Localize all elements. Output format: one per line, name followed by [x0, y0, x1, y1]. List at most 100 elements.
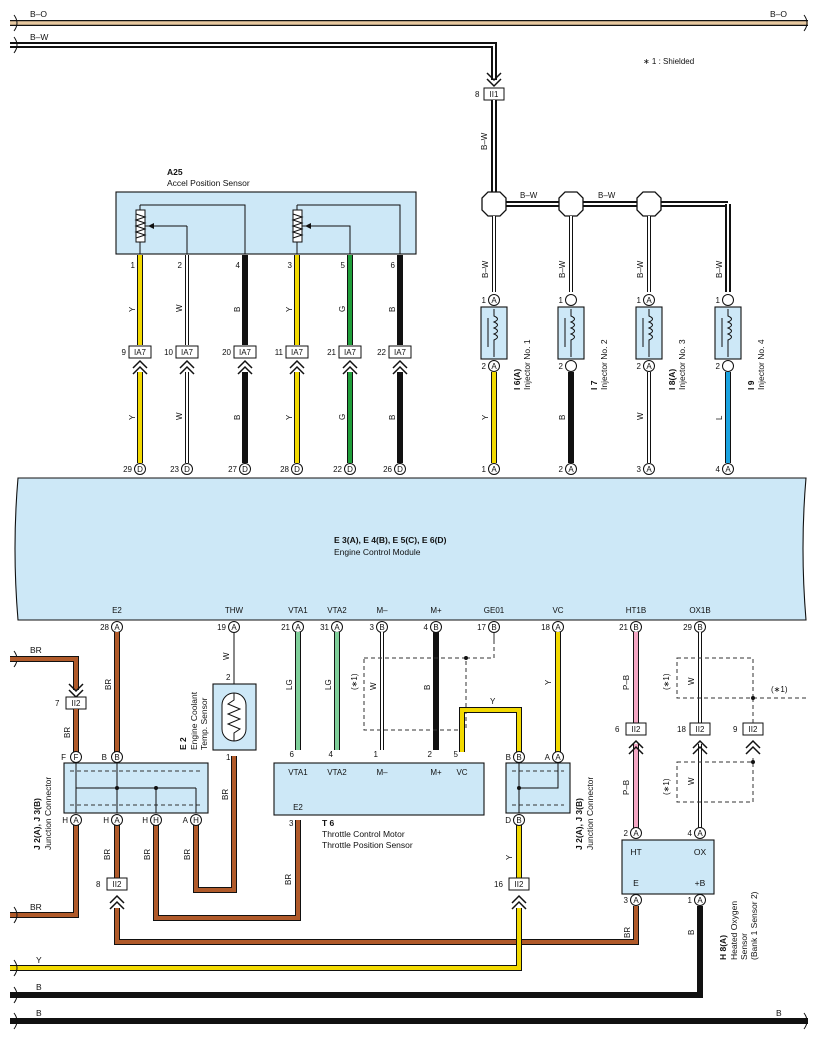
- jc-left-bottom-letter-4: A: [183, 816, 189, 825]
- jc-left-top-pin-2-letter: B: [114, 753, 119, 762]
- svg-text:Sensor: Sensor: [739, 933, 749, 960]
- connector-ii1: II1 8: [475, 72, 505, 101]
- injector-pin-bottom: [565, 360, 577, 372]
- accel-connector-label: IA7: [394, 348, 407, 357]
- injector-ecm-pin-letter: A: [491, 465, 497, 474]
- accel-connector-pin: 20: [222, 348, 231, 357]
- ecm-bottom-circle: B: [376, 621, 388, 633]
- accel-ecm-pin-number: 23: [170, 465, 179, 474]
- svg-text:W: W: [369, 682, 378, 690]
- o2-pin-2: A: [694, 827, 706, 839]
- jc-right-top-pin-2-letter: A: [555, 753, 561, 762]
- junction-node: [558, 191, 584, 217]
- jc-right-top-pin-2: A: [552, 751, 564, 763]
- injector-pin-top: A: [643, 294, 655, 306]
- accel-connector-pin: 11: [275, 348, 284, 357]
- shield-o2: (∗1) (∗1) (∗1): [662, 657, 808, 803]
- junction-connector-right: J 2(A), J 3(B) Junction Connector: [505, 762, 595, 850]
- ecm-bottom-pin-number: 21: [281, 623, 290, 632]
- accel-wire-color-lower: Y: [128, 414, 137, 420]
- bus-b-w: B–W: [10, 32, 497, 80]
- accel-ecm-pin-letter: D: [184, 465, 190, 474]
- injector-coil-icon: [647, 309, 653, 357]
- wire-vta2: LG: [324, 632, 340, 750]
- accel-connector-label: IA7: [344, 348, 357, 357]
- ecm-bottom-circle: B: [430, 621, 442, 633]
- jc-left-bottom-pin-4: H: [190, 814, 202, 826]
- ii1-pin: 8: [475, 90, 480, 99]
- jc-left-bottom-pin-4-letter: H: [193, 816, 199, 825]
- ecm-bottom-label: GE01: [484, 606, 505, 615]
- ecm-bottom-circle-letter: B: [633, 623, 638, 632]
- wire-br-left: BR: [10, 645, 79, 690]
- injector-coil-icon: [726, 309, 732, 357]
- connector-ii2-16: II2 16: [494, 877, 530, 910]
- ecm-bottom-pin-number: 3: [370, 623, 375, 632]
- injector-wire-color: L: [715, 415, 724, 420]
- coolant-temp-sensor: W 2 1 E 2 Engine Coolant Temp. Sensor: [178, 632, 257, 762]
- wire-jc-right-bottom: Y: [505, 825, 522, 878]
- ecm-bottom-label: VC: [552, 606, 563, 615]
- injector-ecm-pin-number: 3: [637, 465, 642, 474]
- accel-connector-label: IA7: [134, 348, 147, 357]
- jc-left-bottom-pin-2-letter: A: [114, 816, 120, 825]
- wire-vc: Y Y: [459, 632, 561, 752]
- svg-text:II2: II2: [632, 725, 641, 734]
- ecm-bottom-pin-number: 31: [320, 623, 329, 632]
- svg-text:W: W: [222, 652, 231, 660]
- svg-text:Y: Y: [36, 955, 42, 965]
- ecm-bottom-circle: A: [552, 621, 564, 633]
- bus-y: Y: [10, 908, 522, 977]
- o2-pin-1-letter: A: [633, 829, 639, 838]
- injector-wire-color: W: [636, 412, 645, 420]
- injector-name: Injector No. 3: [677, 339, 687, 390]
- svg-text:LG: LG: [324, 679, 333, 690]
- accel-circuit-2: 2WIA710WD23VPA2: [164, 255, 199, 493]
- connector-ii2-9: II2 9: [733, 722, 764, 755]
- svg-text:7: 7: [55, 699, 60, 708]
- accel-wire-color-lower: B: [233, 415, 242, 420]
- o2-pin-number-2: 4: [688, 829, 693, 838]
- ecm-bottom-circle-letter: A: [231, 623, 237, 632]
- accel-circuit-3: 4BIA720BD27VCP2: [222, 255, 257, 493]
- svg-text:(Bank 1 Sensor 2): (Bank 1 Sensor 2): [749, 891, 759, 960]
- jc-right-top-pin-1-letter: B: [516, 753, 521, 762]
- jc-left-bottom-pin-3: H: [150, 814, 162, 826]
- wire-jc-left-bottom: BR BR BR BR BR BR: [10, 756, 301, 924]
- svg-text:II2: II2: [72, 699, 81, 708]
- o2-pin-4: A: [694, 894, 706, 906]
- jc-left-top-pin-1: F: [70, 751, 82, 763]
- accel-pin-number: 2: [178, 261, 183, 270]
- b-w-label-2: B–W: [598, 191, 616, 200]
- svg-text:Throttle Position Sensor: Throttle Position Sensor: [322, 840, 413, 850]
- svg-text:E: E: [633, 878, 639, 888]
- jc-left-bottom-pin-3-letter: H: [153, 816, 159, 825]
- svg-text:Junction Connector: Junction Connector: [585, 777, 595, 850]
- accel-circuit-6: 6BIA722BD26VCPA: [377, 255, 412, 493]
- wire-vta1: LG: [285, 632, 301, 750]
- connector-ii2-18: II2 18: [677, 722, 711, 755]
- ecm-bottom-label: M–: [376, 606, 388, 615]
- o2-pin-1: A: [630, 827, 642, 839]
- svg-text:Engine Coolant: Engine Coolant: [189, 691, 199, 750]
- jc-right-top-letter-1: B: [506, 753, 511, 762]
- svg-text:8: 8: [96, 880, 101, 889]
- accel-pin-number: 4: [236, 261, 241, 270]
- injector-ecm-pin-letter: A: [568, 465, 574, 474]
- accel-ecm-pin-letter: D: [347, 465, 353, 474]
- injector-ecm-pin-letter: A: [646, 465, 652, 474]
- ecm-bottom-label: E2: [112, 606, 122, 615]
- injector-pin-bottom: A: [488, 360, 500, 372]
- ecm-bottom-pin-m–: M– B3: [370, 606, 388, 633]
- wire-ox1b: W W: [687, 632, 702, 830]
- o2-pin-number-3: 3: [624, 896, 629, 905]
- injector-pin-top-letter: A: [646, 296, 652, 305]
- svg-text:9: 9: [733, 725, 738, 734]
- accel-ecm-pin-letter: D: [242, 465, 248, 474]
